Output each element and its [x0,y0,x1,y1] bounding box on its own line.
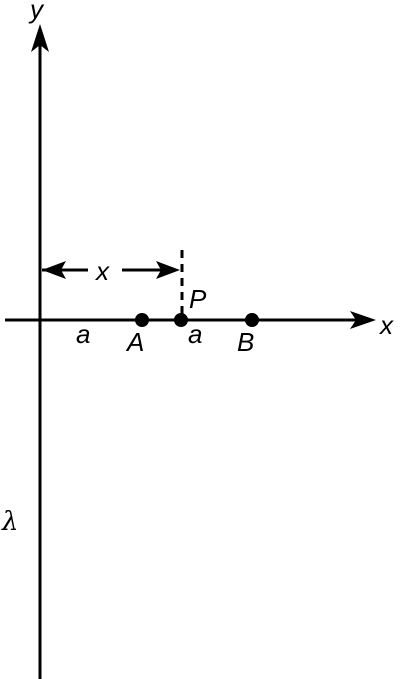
x-axis-label: x [378,310,394,340]
point-B-dot [245,313,259,327]
y-axis-arrowhead-icon [31,24,49,52]
point-P-label: P [189,284,207,314]
point-B-label: B [237,327,254,357]
x-axis-arrowhead-icon [350,311,376,329]
distance-arrowhead-right-icon [156,261,180,279]
point-A-dot [135,313,149,327]
segment-a-right-label: a [188,319,202,349]
point-P-dot [174,313,188,327]
distance-label: x [94,256,110,286]
y-axis-label: y [28,0,45,24]
distance-arrowhead-left-icon [42,261,66,279]
segment-a-left-label: a [76,319,90,349]
line-charge-label: λ [1,507,18,537]
point-A-label: A [125,327,144,357]
